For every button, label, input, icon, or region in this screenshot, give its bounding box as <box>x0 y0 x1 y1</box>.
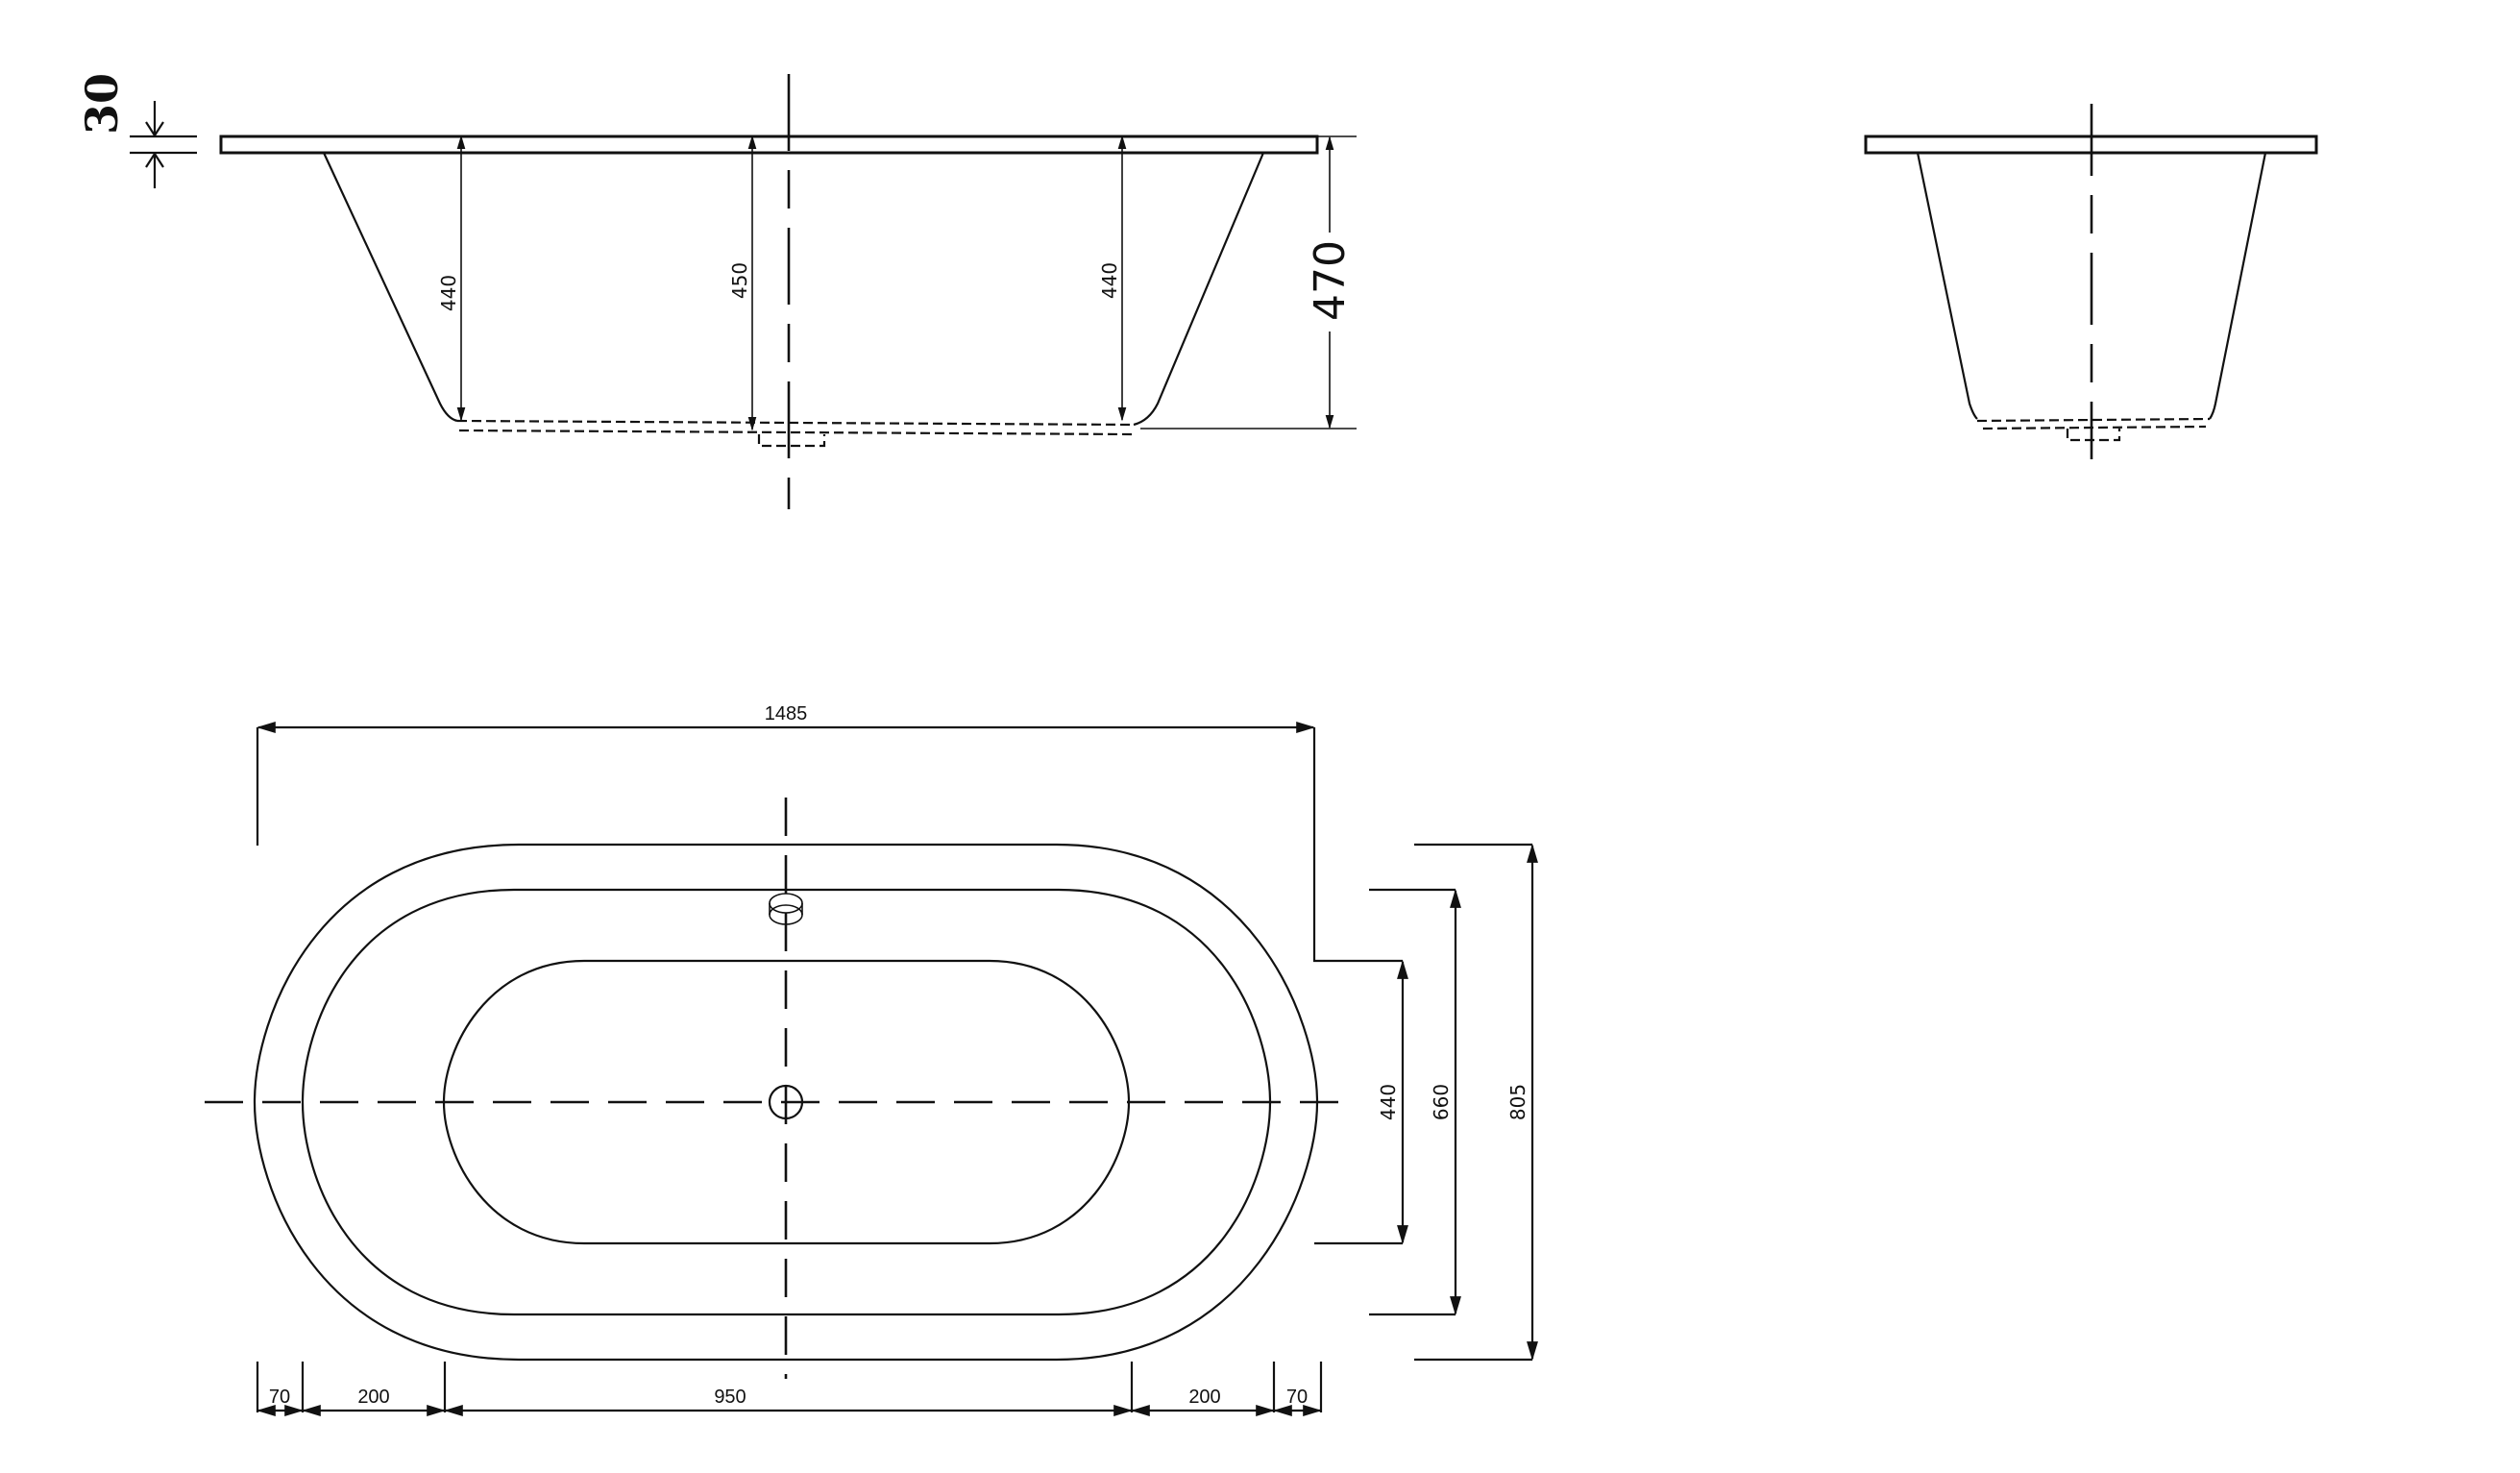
plan-rim-outline <box>301 888 1272 1316</box>
side-view <box>1864 104 2318 459</box>
dim-depth-left-label: 440 <box>437 275 460 311</box>
dim-segment-label-2: 200 <box>357 1387 389 1408</box>
plan-basin-outline <box>442 959 1131 1245</box>
dim-overall-width-label: 805 <box>1506 1084 1529 1120</box>
dim-rim-arrowhead-up <box>145 151 164 168</box>
drain-icon <box>768 1084 804 1120</box>
side-base-hatch <box>1976 417 2211 442</box>
dim-segment-label-1: 70 <box>269 1387 290 1408</box>
dim-rim-arrowhead-down <box>145 121 164 138</box>
dim-rim-label: 30 <box>76 73 128 135</box>
dim-segments <box>256 1362 1323 1416</box>
dim-length-label: 1485 <box>765 703 808 724</box>
dim-depth-right-label: 440 <box>1098 262 1121 299</box>
dim-length-ext-right <box>1312 727 1403 963</box>
front-base-hatch <box>456 419 1135 448</box>
dim-rim-width-label: 660 <box>1430 1084 1453 1120</box>
front-rim <box>219 135 1319 155</box>
overflow-icon <box>769 893 803 925</box>
front-right-wall <box>1133 152 1265 427</box>
plan-outer-outline <box>253 843 1319 1362</box>
dim-depth-center-label: 450 <box>728 262 751 299</box>
dim-basin-label: 440 <box>1377 1084 1400 1120</box>
front-view: 440 450 440 470 30 <box>76 73 1357 509</box>
dim-segment-label-4: 200 <box>1188 1387 1220 1408</box>
side-right-wall <box>2209 152 2267 420</box>
front-left-wall <box>323 152 458 423</box>
dim-segment-label-3: 950 <box>714 1387 746 1408</box>
dim-height-label: 470 <box>1306 240 1355 321</box>
side-left-wall <box>1916 152 1978 420</box>
plan-view: 1485 440 660 805 70 200 950 200 <box>205 703 1538 1416</box>
dim-segment-label-5: 70 <box>1286 1387 1308 1408</box>
